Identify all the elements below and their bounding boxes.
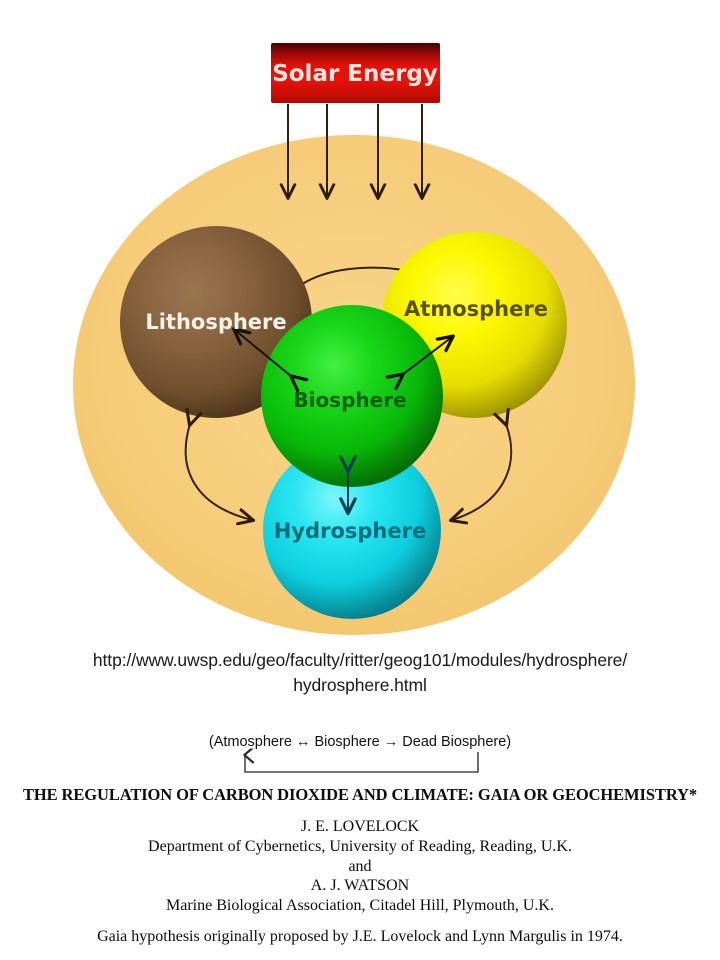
arrow-atmo-hydro <box>452 424 513 520</box>
source-url-line-2: hydrosphere.html <box>293 675 427 695</box>
gaia-footnote: Gaia hypothesis originally proposed by J… <box>97 928 623 945</box>
label-solar-energy: Solar Energy <box>272 61 438 87</box>
arrow-litho-hydro <box>184 424 252 520</box>
author-1: J. E. LOVELOCK <box>300 818 420 835</box>
solar-energy-box <box>271 43 440 103</box>
source-url-line-1: http://www.uwsp.edu/geo/faculty/ritter/g… <box>92 650 628 670</box>
sphere-hydrosphere <box>263 441 441 619</box>
affiliation-1: Department of Cybernetics, University of… <box>148 838 572 855</box>
arrow-bio-litho <box>235 330 292 377</box>
paper-title: THE REGULATION OF CARBON DIOXIDE AND CLI… <box>22 785 698 804</box>
arrow-bio-atmo <box>402 337 452 375</box>
author-2: A. J. WATSON <box>310 877 410 894</box>
authors-conjunction: and <box>348 858 372 875</box>
relation-expression: (Atmosphere ↔ Biosphere → Dead Biosphere… <box>208 734 512 750</box>
gaia-diagram: Lithosphere Atmosphere Biosphere Hydrosp… <box>73 43 635 635</box>
solar-ray-arrows <box>288 104 422 197</box>
sphere-biosphere <box>261 305 443 487</box>
affiliation-2: Marine Biological Association, Citadel H… <box>166 897 554 914</box>
